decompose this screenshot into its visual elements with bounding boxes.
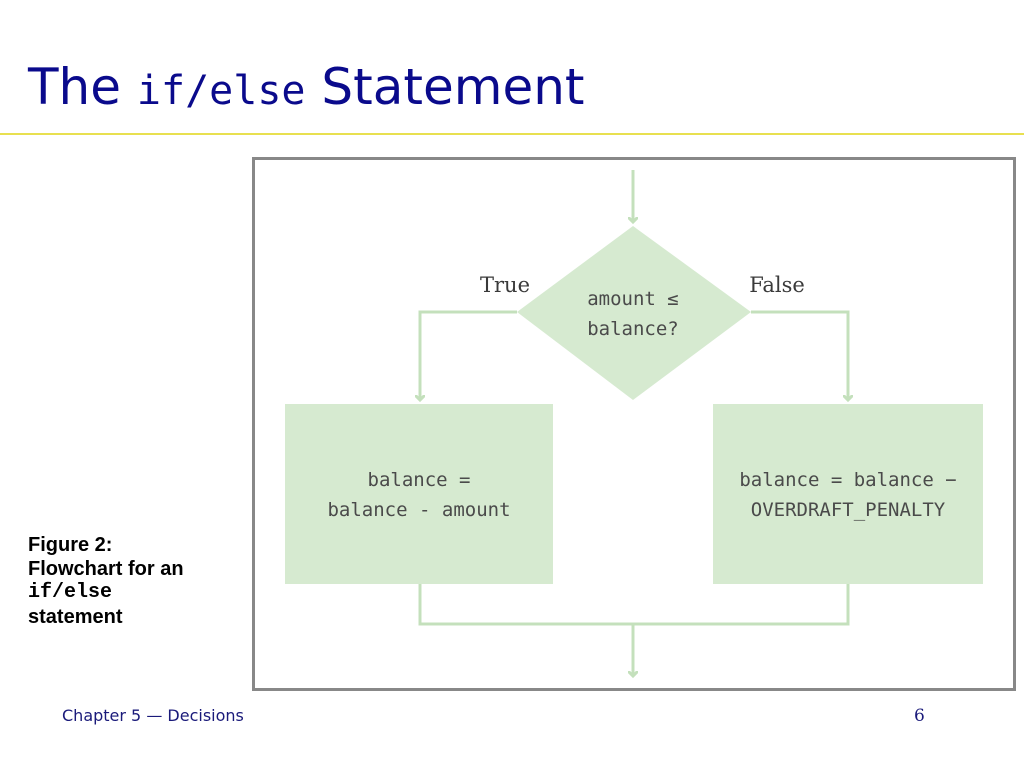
- true-branch-line: [420, 310, 517, 400]
- true-action-box: [285, 404, 553, 584]
- title-prefix: The: [28, 58, 121, 116]
- caption-line4: statement: [28, 606, 123, 628]
- flowchart-diagram: True False amount ≤ balance? balance = b…: [285, 170, 983, 688]
- caption-line2: Flowchart for an: [28, 558, 184, 580]
- false-label: False: [749, 273, 805, 297]
- true-action-line1: balance =: [368, 469, 471, 491]
- false-merge-line: [633, 584, 850, 626]
- false-branch-line: [751, 310, 848, 400]
- true-merge-line: [418, 584, 633, 626]
- condition-line2: balance?: [587, 318, 679, 340]
- slide-title: The if/else Statement: [28, 58, 585, 116]
- false-action-line2: OVERDRAFT_PENALTY: [751, 499, 946, 521]
- title-suffix: Statement: [321, 58, 585, 116]
- footer-chapter: Chapter 5 — Decisions: [62, 706, 244, 725]
- true-action-line2: balance - amount: [327, 499, 510, 521]
- decision-diamond: [517, 226, 751, 400]
- title-divider: [0, 133, 1024, 135]
- page-number: 6: [914, 706, 925, 726]
- true-label: True: [480, 273, 530, 297]
- figure-caption: Figure 2: Flowchart for an if/else state…: [28, 533, 243, 629]
- caption-line1: Figure 2:: [28, 534, 113, 556]
- caption-code: if/else: [28, 581, 113, 604]
- figure-frame: True False amount ≤ balance? balance = b…: [252, 157, 1016, 691]
- title-code: if/else: [136, 68, 306, 114]
- false-action-box: [713, 404, 983, 584]
- condition-line1: amount ≤: [587, 288, 679, 310]
- false-action-line1: balance = balance −: [739, 469, 956, 491]
